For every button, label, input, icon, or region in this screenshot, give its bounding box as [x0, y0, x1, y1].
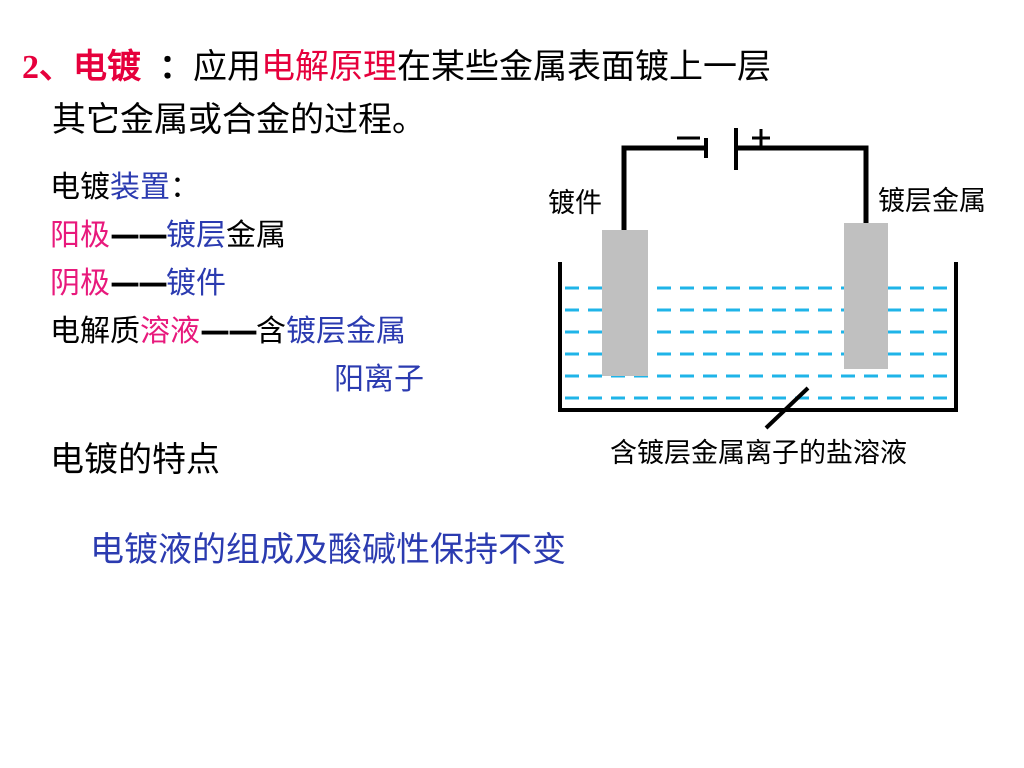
title-principle: 电解原理	[261, 47, 397, 87]
cathode-value: 镀件	[166, 266, 226, 301]
electrolyte-prefix: 电解质	[50, 314, 140, 349]
title-line-1: 2、电镀 ：应用电解原理在某些金属表面镀上一层	[22, 47, 771, 88]
title-colon: ：	[159, 47, 193, 87]
title-rest: 在某些金属表面镀上一层	[397, 47, 771, 87]
electrolyte-keyword: 溶液	[140, 314, 200, 349]
anode-electrode	[844, 223, 888, 369]
title-prefix: 应用	[193, 47, 261, 87]
features-point: 电镀液的组成及酸碱性保持不变	[90, 530, 566, 570]
electrolyte-line-2: 阳离子	[334, 362, 424, 397]
anode-metal-label: 镀层金属	[878, 186, 986, 217]
title-line-2-text: 其它金属或合金的过程。	[52, 100, 426, 140]
battery-symbol	[677, 128, 770, 170]
electrolyte-line: 电解质溶液——含镀层金属	[50, 314, 406, 349]
solution-label: 含镀层金属离子的盐溶液	[610, 438, 907, 469]
electrolyte-value: 镀层金属	[286, 314, 406, 349]
title-term: 电镀	[73, 47, 141, 87]
anode-line: 阳极——镀层金属	[50, 218, 286, 253]
title-line-2: 其它金属或合金的过程。	[52, 100, 426, 140]
circuit-wire	[621, 145, 869, 232]
cathode-label: 阴极	[50, 266, 110, 301]
solution	[565, 286, 950, 400]
device-keyword: 装置	[110, 170, 170, 205]
features-heading: 电镀的特点	[50, 440, 220, 480]
section-number: 2、	[22, 49, 73, 86]
anode-label: 阳极	[50, 218, 110, 253]
solution-pointer	[764, 386, 810, 430]
anode-value-keyword: 镀层	[166, 218, 226, 253]
beaker	[558, 262, 958, 412]
cathode-electrode	[602, 230, 648, 376]
cathode-line: 阴极——镀件	[50, 266, 226, 301]
cathode-part-label: 镀件	[548, 188, 602, 219]
device-heading: 电镀装置：	[50, 170, 200, 205]
anode-value-rest: 金属	[226, 218, 286, 253]
